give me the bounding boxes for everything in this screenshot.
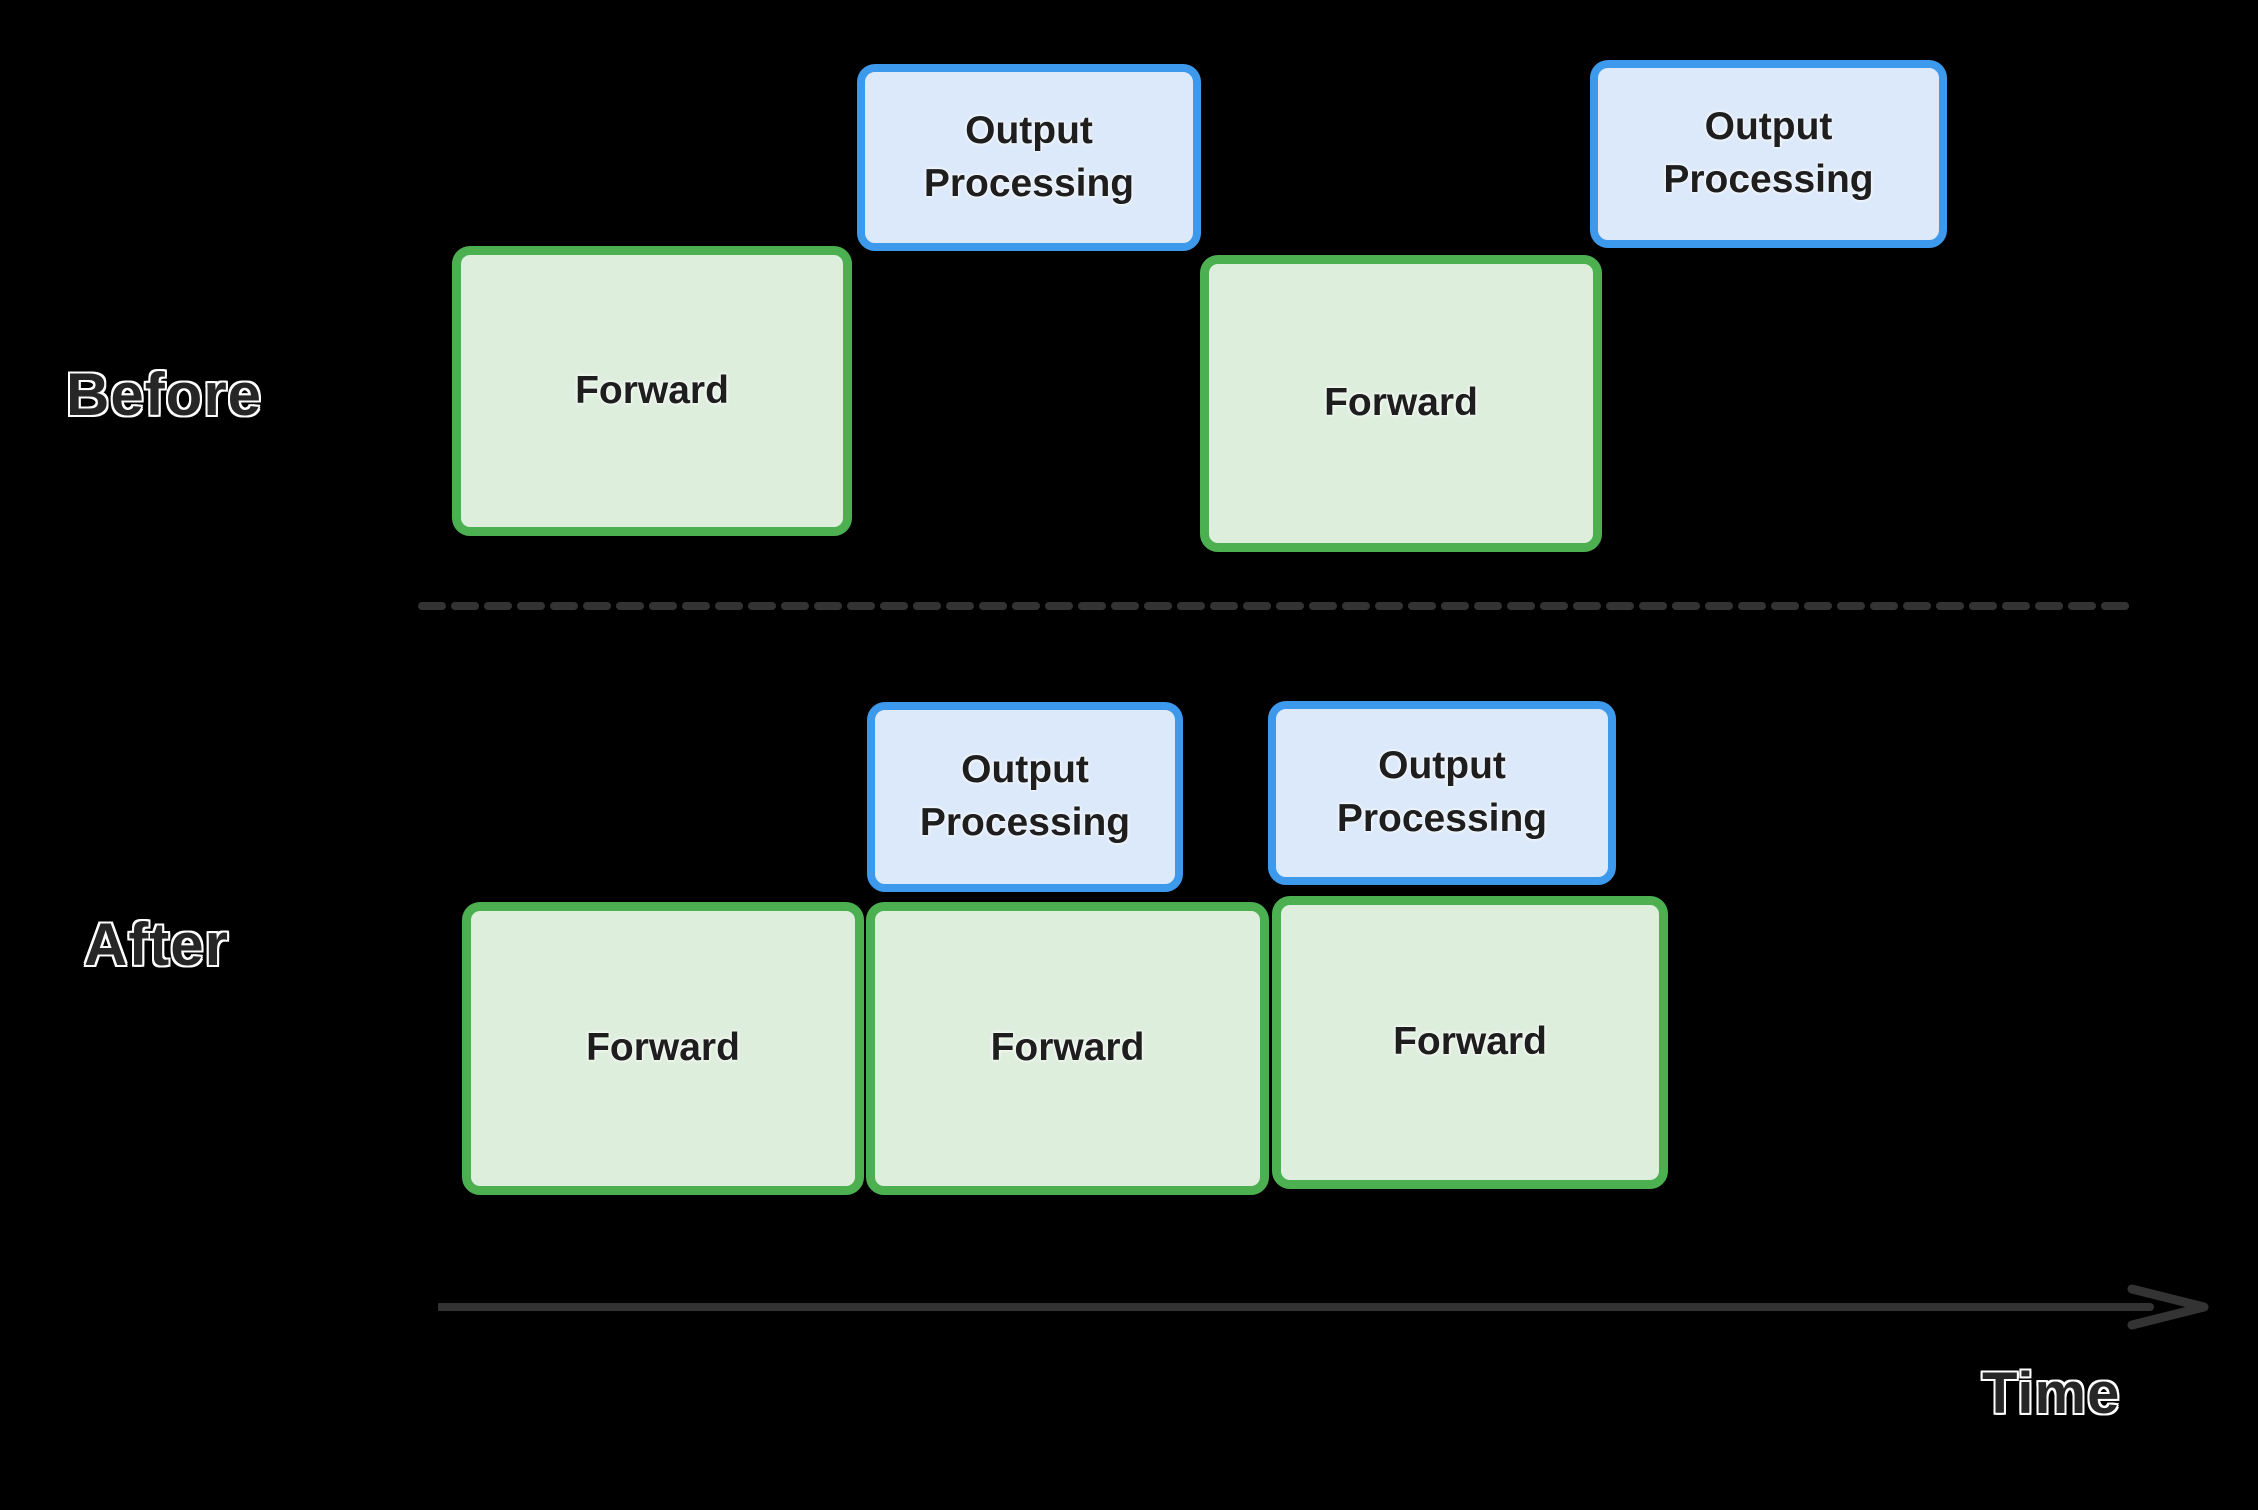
forward-box-label: Forward [1393,1020,1547,1064]
before-forward-box-2: Forward [1200,255,1602,552]
output-processing-box-label: Output Processing [1336,744,1548,840]
after-forward-box-1: Forward [462,902,864,1195]
output-processing-box-label: Output Processing [1663,105,1874,201]
before-forward-box-1: Forward [452,246,852,536]
before-output-processing-box-1: Output Processing [857,64,1201,251]
forward-box-label: Forward [990,1026,1145,1070]
after-output-processing-box-1: Output Processing [867,702,1183,892]
after-forward-box-2: Forward [866,902,1269,1195]
output-processing-box-label: Output Processing [923,108,1135,205]
output-processing-box-label: Output Processing [919,748,1131,844]
before-output-processing-box-2: Output Processing [1590,60,1947,248]
after-forward-box-3: Forward [1272,896,1668,1189]
after-output-processing-box-2: Output Processing [1268,701,1616,885]
after-row-label: After [84,911,230,978]
time-axis-arrow [438,1284,2209,1330]
time-axis-label: Time [1982,1361,2121,1426]
forward-box-label: Forward [1324,381,1478,425]
forward-box-label: Forward [575,368,729,412]
before-row-label: Before [66,361,263,428]
forward-box-label: Forward [586,1026,740,1070]
dashed-divider-line [418,602,2134,610]
